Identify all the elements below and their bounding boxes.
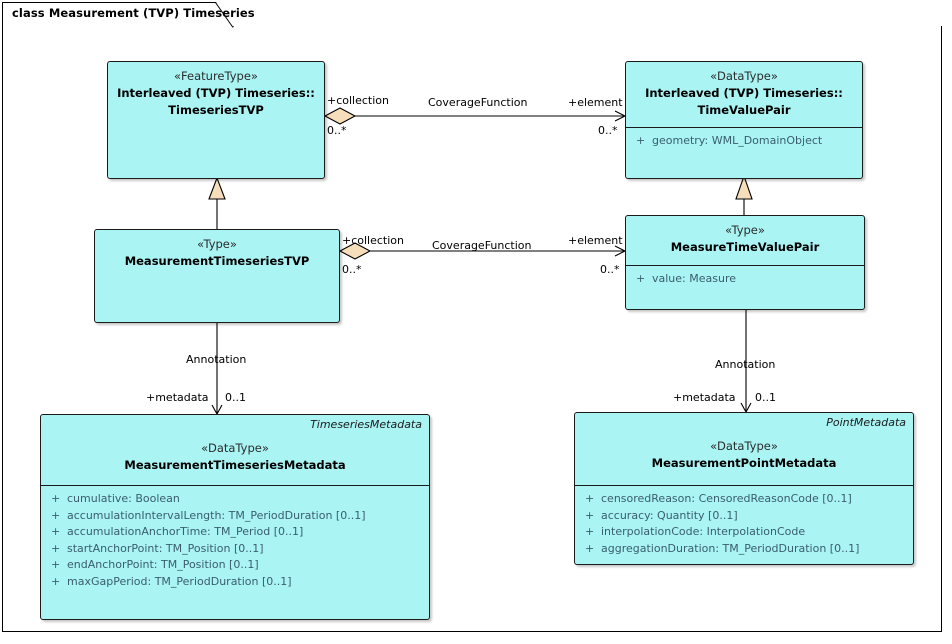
attribute-list-timevaluepair: + geometry: WML_DomainObject: [626, 128, 862, 150]
class-header-timeseriestvp: «FeatureType» Interleaved (TVP) Timeseri…: [108, 62, 324, 178]
attribute-row: + accumulationIntervalLength: TM_PeriodD…: [41, 508, 429, 525]
edge-label-coveragefunction-mid: CoverageFunction: [432, 239, 532, 252]
class-alias: PointMetadata: [826, 416, 906, 429]
edge-label-multiplicity-source-top: 0..*: [327, 124, 347, 137]
class-box-timeseriestvp[interactable]: «FeatureType» Interleaved (TVP) Timeseri…: [107, 61, 325, 179]
attribute-list-measurementpointmetadata: + censoredReason: CensoredReasonCode [0.…: [575, 486, 913, 557]
edge-label-metadata-right: +metadata: [673, 391, 736, 404]
class-name-line-1: Interleaved (TVP) Timeseries::: [645, 86, 843, 100]
attribute-row: + geometry: WML_DomainObject: [626, 133, 862, 150]
class-stereotype: «DataType»: [710, 69, 778, 83]
attribute-text: interpolationCode: InterpolationCode: [601, 525, 806, 538]
attribute-text: censoredReason: CensoredReasonCode [0..1…: [601, 492, 852, 505]
diagram-tab-corner-icon: [215, 2, 234, 28]
attribute-text: aggregationDuration: TM_PeriodDuration […: [601, 541, 860, 555]
attribute-text: value: Measure: [652, 272, 736, 285]
attribute-visibility: +: [51, 525, 61, 538]
attribute-text: accumulationIntervalLength: TM_PeriodDur…: [67, 508, 366, 522]
class-header-measurementtimeseriestvp: «Type» MeasurementTimeseriesTVP: [95, 230, 339, 322]
attribute-row: + interpolationCode: InterpolationCode: [575, 524, 913, 541]
edge-label-multiplicity-target-top: 0..*: [598, 124, 618, 137]
attribute-text: endAnchorPoint: TM_Position [0..1]: [67, 558, 259, 571]
diagram-title: class Measurement (TVP) Timeseries: [12, 6, 255, 20]
class-name-line-1: MeasureTimeValuePair: [670, 240, 820, 254]
class-header-measurementtimeseriesmetadata: TimeseriesMetadata «DataType» Measuremen…: [41, 415, 429, 486]
attribute-text: cumulative: Boolean: [67, 492, 180, 505]
diagram-frame: [2, 26, 942, 632]
edge-label-multiplicity-left: 0..1: [225, 391, 246, 404]
edge-label-element-mid: +element: [568, 234, 623, 247]
class-box-measurementtimeseriestvp[interactable]: «Type» MeasurementTimeseriesTVP: [94, 229, 340, 323]
attribute-list-measurementtimeseriesmetadata: + cumulative: Boolean + accumulationInte…: [41, 486, 429, 590]
class-stereotype: «Type»: [197, 237, 237, 251]
class-header-measurementpointmetadata: PointMetadata «DataType» MeasurementPoin…: [575, 413, 913, 486]
edge-label-multiplicity-right: 0..1: [755, 391, 776, 404]
diagram-tab-shape: [2, 2, 234, 27]
attribute-row: + accumulationAnchorTime: TM_Period [0..…: [41, 524, 429, 541]
edge-label-annotation-right: Annotation: [715, 358, 776, 371]
attribute-row: + endAnchorPoint: TM_Position [0..1]: [41, 557, 429, 574]
class-box-measurementpointmetadata[interactable]: PointMetadata «DataType» MeasurementPoin…: [574, 412, 914, 565]
class-box-timevaluepair[interactable]: «DataType» Interleaved (TVP) Timeseries:…: [625, 61, 863, 179]
class-stereotype: «DataType»: [710, 439, 778, 453]
attribute-row: + maxGapPeriod: TM_PeriodDuration [0..1]: [41, 574, 429, 591]
diagram-title-tab: class Measurement (TVP) Timeseries: [2, 2, 255, 28]
edge-label-metadata-left: +metadata: [146, 391, 209, 404]
attribute-visibility: +: [585, 525, 595, 538]
attribute-text: accuracy: Quantity [0..1]: [601, 508, 738, 522]
class-name-line-1: MeasurementTimeseriesTVP: [124, 254, 310, 268]
class-name-line-1: MeasurementTimeseriesMetadata: [124, 458, 346, 472]
edge-label-coveragefunction-top: CoverageFunction: [428, 96, 528, 109]
edge-label-multiplicity-target-mid: 0..*: [600, 263, 620, 276]
attribute-visibility: +: [636, 134, 646, 147]
attribute-visibility: +: [636, 272, 646, 285]
attribute-row: + aggregationDuration: TM_PeriodDuration…: [575, 541, 913, 558]
edge-label-annotation-left: Annotation: [186, 353, 247, 366]
edge-label-multiplicity-source-mid: 0..*: [342, 263, 362, 276]
edge-label-element-top: +element: [568, 96, 623, 109]
edge-label-collection-top: +collection: [327, 94, 389, 107]
attribute-text: geometry: WML_DomainObject: [652, 134, 823, 147]
attribute-list-measuretimevaluepair: + value: Measure: [626, 266, 864, 288]
class-name-line-2: TimeseriesTVP: [168, 103, 264, 117]
attribute-visibility: +: [585, 541, 595, 555]
attribute-text: startAnchorPoint: TM_Position [0..1]: [67, 541, 264, 555]
class-stereotype: «Type»: [725, 223, 765, 237]
class-name-line-2: TimeValuePair: [697, 103, 791, 117]
class-name-line-1: Interleaved (TVP) Timeseries::: [117, 86, 315, 100]
attribute-visibility: +: [51, 574, 61, 588]
attribute-visibility: +: [51, 508, 61, 522]
attribute-row: + cumulative: Boolean: [41, 491, 429, 508]
attribute-visibility: +: [51, 558, 61, 571]
class-box-measuretimevaluepair[interactable]: «Type» MeasureTimeValuePair + value: Mea…: [625, 215, 865, 310]
class-stereotype: «DataType»: [201, 441, 269, 455]
class-box-measurementtimeseriesmetadata[interactable]: TimeseriesMetadata «DataType» Measuremen…: [40, 414, 430, 620]
class-header-timevaluepair: «DataType» Interleaved (TVP) Timeseries:…: [626, 62, 862, 128]
attribute-row: + accuracy: Quantity [0..1]: [575, 508, 913, 525]
attribute-visibility: +: [51, 492, 61, 505]
class-name-line-1: MeasurementPointMetadata: [651, 456, 837, 470]
attribute-visibility: +: [585, 492, 595, 505]
class-header-measuretimevaluepair: «Type» MeasureTimeValuePair: [626, 216, 864, 266]
attribute-row: + censoredReason: CensoredReasonCode [0.…: [575, 491, 913, 508]
class-alias: TimeseriesMetadata: [310, 418, 422, 431]
attribute-text: accumulationAnchorTime: TM_Period [0..1]: [67, 525, 304, 538]
attribute-text: maxGapPeriod: TM_PeriodDuration [0..1]: [67, 574, 292, 588]
edge-label-collection-mid: +collection: [342, 234, 404, 247]
attribute-row: + value: Measure: [626, 271, 864, 288]
class-stereotype: «FeatureType»: [174, 69, 258, 83]
attribute-visibility: +: [51, 541, 61, 555]
attribute-row: + startAnchorPoint: TM_Position [0..1]: [41, 541, 429, 558]
attribute-visibility: +: [585, 508, 595, 522]
